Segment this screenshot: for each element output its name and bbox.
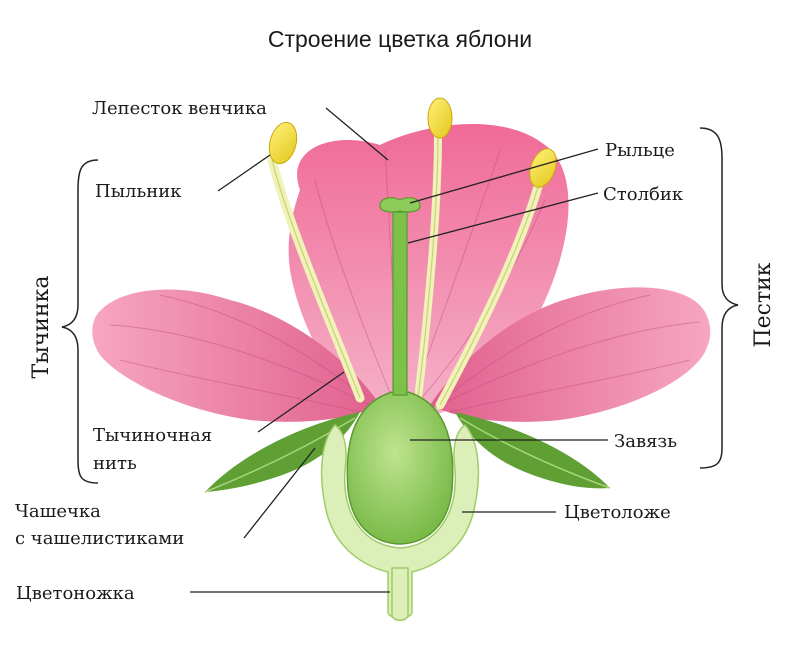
leader-petal xyxy=(325,107,389,161)
brace-pistil xyxy=(699,127,739,469)
label-style: Столбик xyxy=(603,184,684,205)
label-stigma: Рыльце xyxy=(605,140,675,161)
diagram-title: Строение цветка яблони xyxy=(268,26,532,52)
sepal-left xyxy=(205,412,360,492)
petal-right xyxy=(430,287,711,422)
anther-right xyxy=(529,148,557,188)
leader-stigma xyxy=(409,148,599,204)
sepal-right xyxy=(455,412,610,489)
label-filament-line2: нить xyxy=(93,453,137,474)
brace-stamen xyxy=(61,159,99,484)
petal-left xyxy=(92,289,380,422)
label-filament-line1: Тычиночная xyxy=(93,425,212,446)
group-label-stamen: Тычинка xyxy=(29,276,54,379)
pedicel xyxy=(391,567,409,621)
group-label-pistil: Пестик xyxy=(751,262,776,347)
label-ovary: Завязь xyxy=(614,431,677,452)
style xyxy=(392,211,408,396)
label-pedicel: Цветоножка xyxy=(16,583,135,604)
label-anther: Пыльник xyxy=(95,181,182,202)
leader-calyx xyxy=(243,447,316,539)
leader-anther xyxy=(217,154,271,192)
label-petal: Лепесток венчика xyxy=(92,98,267,119)
stigma xyxy=(379,197,421,213)
anther-left xyxy=(268,121,298,165)
leader-filament xyxy=(257,371,345,433)
label-calyx-line2: с чашелистиками xyxy=(15,528,184,549)
ovary xyxy=(346,391,454,545)
label-receptacle: Цветоложе xyxy=(564,502,671,523)
anther-middle xyxy=(427,97,453,139)
label-calyx-line1: Чашечка xyxy=(15,501,101,522)
leader-style xyxy=(407,192,599,244)
